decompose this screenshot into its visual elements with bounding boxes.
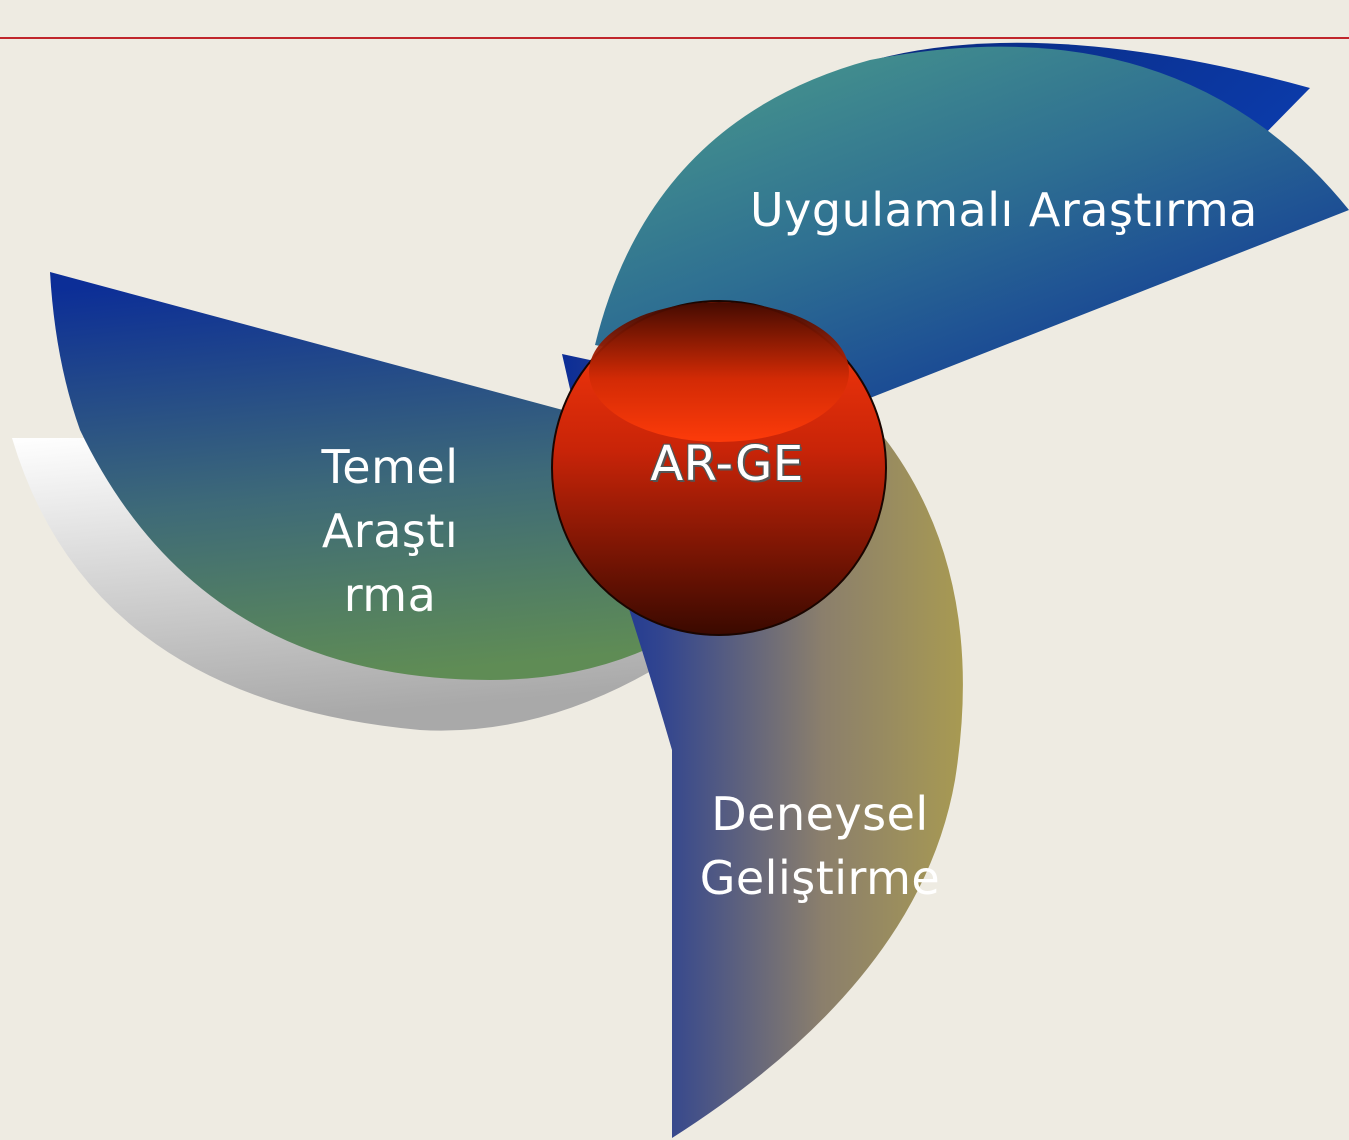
label-line: Araştı [321, 504, 459, 558]
applied-research-petal [595, 46, 1349, 399]
experimental-development-label: Deneysel Geliştirme [690, 782, 950, 910]
basic-research-petal [50, 272, 700, 680]
label-line: Geliştirme [699, 851, 941, 905]
label-line: rma [343, 568, 437, 622]
label-line: Uygulamalı Araştırma [750, 183, 1258, 237]
rnd-core-sphere [551, 300, 887, 636]
applied-research-label: Uygulamalı Araştırma [750, 180, 1258, 240]
label-line: Temel [321, 440, 459, 494]
rnd-core-label: AR-GE [650, 436, 804, 492]
label-line: Deneysel [711, 787, 929, 841]
basic-research-label: Temel Araştı rma [300, 435, 480, 627]
